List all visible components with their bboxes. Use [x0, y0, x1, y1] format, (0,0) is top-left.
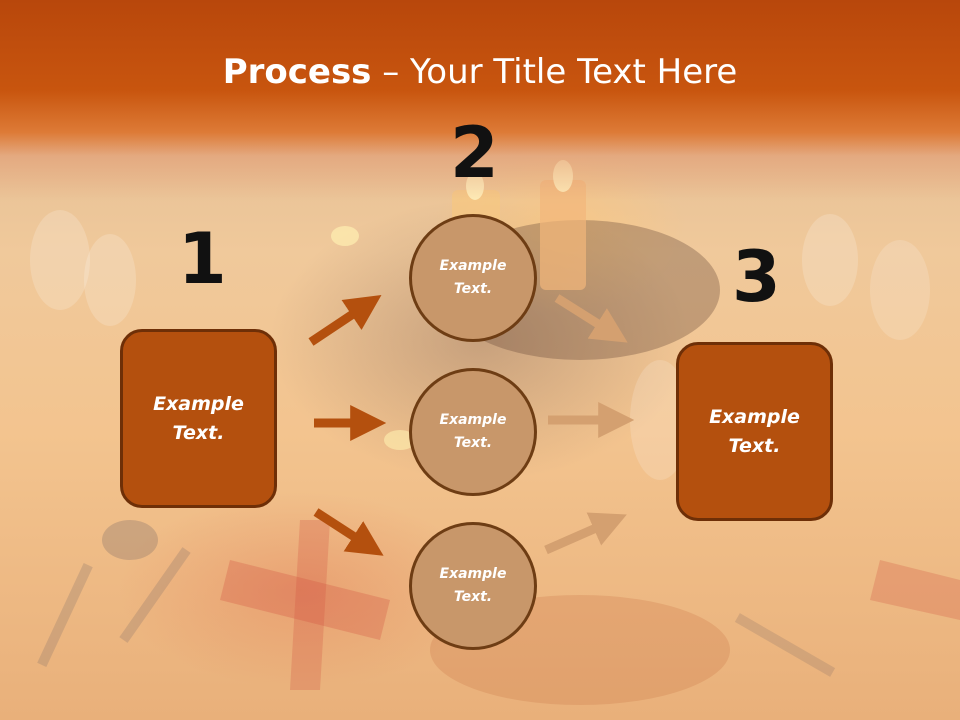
title-rest: – Your Title Text Here	[371, 52, 738, 92]
circle-middle-line2: Text.	[453, 435, 493, 451]
circle-top-line1: Example	[439, 258, 507, 274]
step-1-box-line2: Text.	[172, 421, 225, 444]
circle-bottom-line1: Example	[439, 566, 507, 582]
step-2-circle-bottom: Example Text.	[409, 522, 537, 650]
step-1-box: Example Text.	[120, 329, 277, 508]
title-band	[0, 0, 960, 200]
step-number-2: 2	[450, 112, 499, 194]
step-2-circle-middle: Example Text.	[409, 368, 537, 496]
arrow-1-to-top	[308, 295, 382, 346]
step-2-circle-top: Example Text.	[409, 214, 537, 342]
step-3-box-line1: Example	[709, 405, 800, 428]
arrow-bottom-to-3	[544, 512, 627, 555]
slide-title: Process – Your Title Text Here	[0, 52, 960, 92]
step-3-box: Example Text.	[676, 342, 833, 521]
circle-bottom-line2: Text.	[453, 589, 493, 605]
title-bold: Process	[222, 52, 372, 92]
step-number-3: 3	[732, 236, 781, 318]
step-1-box-line1: Example	[153, 392, 244, 415]
circle-middle-line1: Example	[439, 412, 507, 428]
step-3-box-line2: Text.	[728, 434, 781, 457]
step-number-1: 1	[178, 218, 227, 300]
arrow-1-to-bottom	[313, 508, 384, 556]
arrow-top-to-3	[554, 294, 628, 343]
circle-top-line2: Text.	[453, 281, 493, 297]
